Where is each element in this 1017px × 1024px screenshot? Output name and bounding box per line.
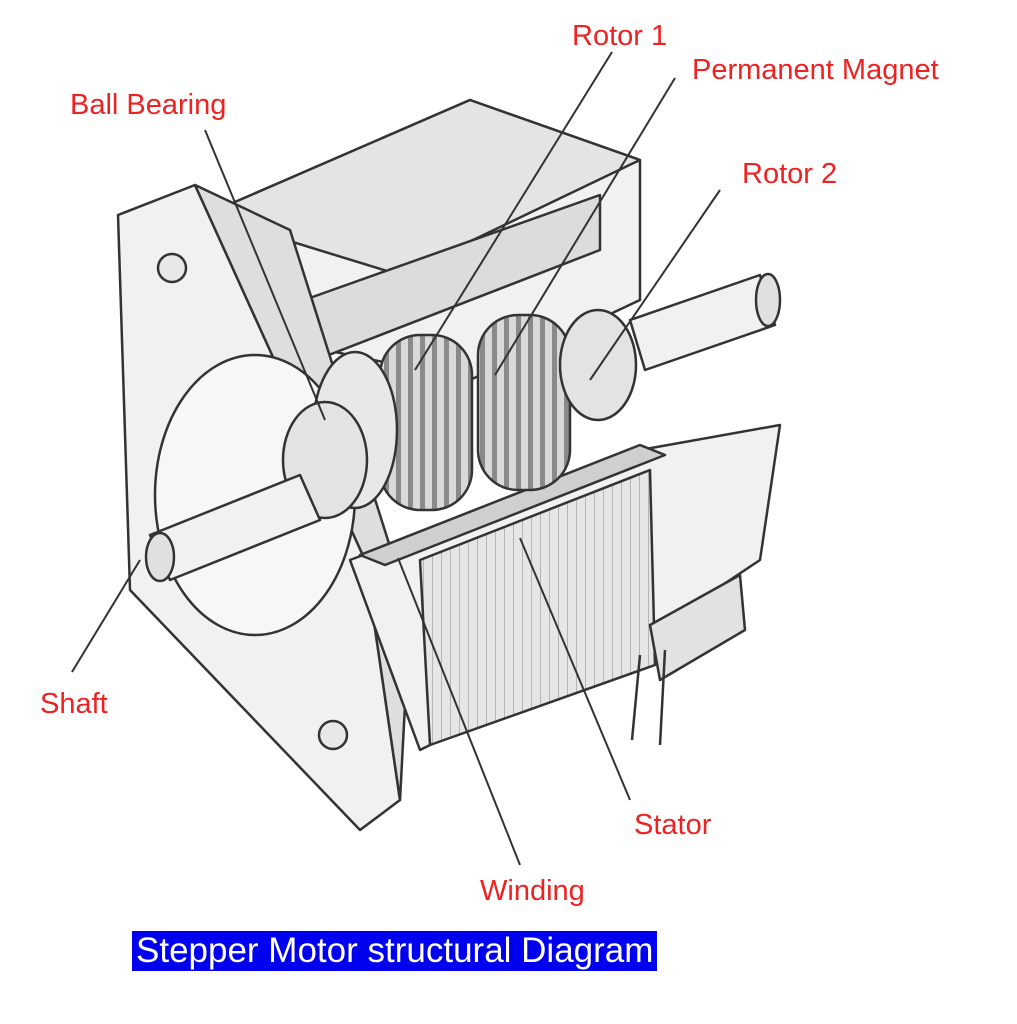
rotor-2-body	[476, 313, 572, 492]
leader-shaft	[71, 559, 141, 673]
motor-illustration	[116, 98, 782, 832]
leader-lines	[71, 51, 721, 866]
label-permanent-magnet: Permanent Magnet	[692, 54, 939, 86]
label-winding: Winding	[480, 875, 585, 907]
lead-wire-1	[630, 654, 642, 741]
shaft-rear-tip	[754, 272, 782, 328]
shaft-rear	[628, 273, 777, 372]
flange-bolt-bottom	[317, 719, 349, 751]
stator-stack	[418, 468, 657, 747]
leader-ball-bearing	[204, 129, 326, 421]
label-ball-bearing: Ball Bearing	[70, 89, 226, 121]
top-housing-face	[203, 98, 642, 277]
leader-permanent-magnet	[494, 77, 676, 376]
leader-rotor-2	[589, 189, 721, 381]
label-rotor-2: Rotor 2	[742, 158, 837, 190]
lead-wire-2	[658, 649, 667, 746]
label-rotor-1: Rotor 1	[572, 20, 667, 52]
leader-stator	[519, 537, 631, 801]
label-stator: Stator	[634, 809, 712, 841]
shaft-front-tip	[144, 531, 176, 583]
flange-bolt-top	[156, 252, 188, 284]
connector-block	[648, 573, 747, 682]
leader-winding	[397, 557, 521, 866]
leader-rotor-1	[414, 51, 613, 371]
label-shaft: Shaft	[40, 688, 108, 720]
diagram-caption: Stepper Motor structural Diagram	[132, 931, 658, 971]
labels: Rotor 1 Permanent Magnet Ball Bearing Ro…	[40, 20, 939, 907]
ball-bearing-rear	[558, 308, 638, 422]
